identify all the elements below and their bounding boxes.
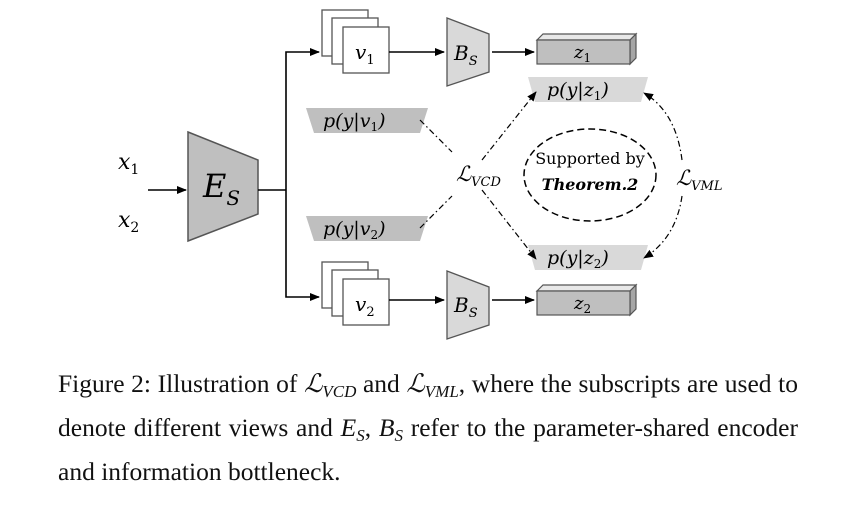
view-stack-2: v2 [321,261,390,326]
branch-bottom [285,190,320,301]
caption-es: ES [340,413,365,445]
bottleneck-1-shape [446,17,490,87]
view-prob-2-label: p(y|v2) [323,218,386,242]
vcd-link-v1 [419,119,453,153]
latent-prob-2-label: p(y|z2) [547,247,609,271]
caption-bs: BS [378,413,403,445]
latent-prob-1-label: p(y|z1) [547,79,609,103]
latent-1-label: z1 [573,42,591,65]
theorem-line2: Theorem.2 [542,175,639,194]
vcd-link-v2 [419,195,453,229]
diagram: x1 x2 ES v1 v2 BS BS z1 z2 [118,9,722,340]
latent-2-label: z2 [573,293,591,316]
vcd-arrow-z1 [481,91,537,161]
caption-lvcd: ℒVCD [304,369,357,401]
vcd-arrow-z2 [481,189,537,260]
branch-top [285,48,320,190]
view-prob-1-shape [306,108,428,133]
view-prob-1-label: p(y|v1) [323,110,386,134]
view-1-label: v1 [355,40,375,68]
bottleneck-2-label: BS [453,293,478,321]
bottleneck-1-label: BS [453,41,478,69]
latent-block-2: z2 [535,283,638,317]
encoder-shape [187,130,259,243]
latent-prob-2-shape [528,245,648,270]
input-x2: x2 [118,208,139,236]
vml-arrow-z2 [643,195,683,259]
loss-vml-label: ℒVML [676,166,722,194]
view-prob-2-shape [306,216,428,241]
view-stack-1: v1 [321,9,390,74]
view-2-label: v2 [355,292,375,320]
bottleneck-2-shape [446,270,490,340]
vml-arrow-z1 [643,92,683,161]
theorem-line1: Supported by [535,149,645,168]
caption-lvml: ℒVML [406,369,459,401]
loss-vcd-label: ℒVCD [456,162,501,190]
encoder-label: ES [202,167,240,210]
latent-block-1: z1 [535,32,638,66]
theorem-ellipse [523,128,657,222]
input-x1: x1 [118,150,139,178]
latent-prob-1-shape [528,77,648,102]
figure-caption: Figure 2: Illustration of ℒVCD and ℒVML,… [58,369,798,486]
